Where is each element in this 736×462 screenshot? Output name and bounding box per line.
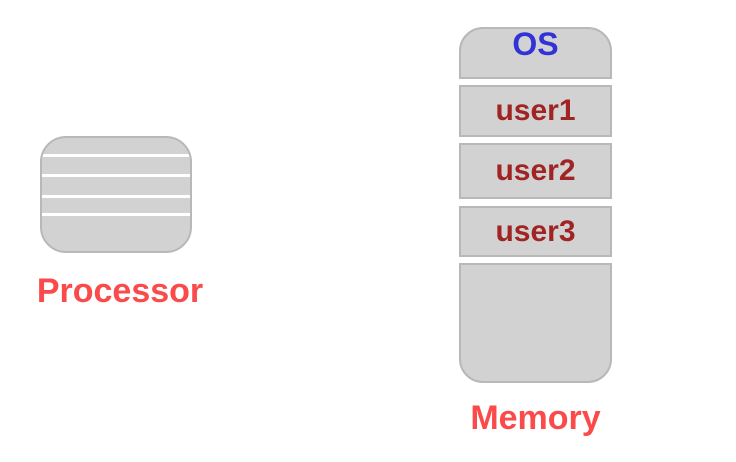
os-segment-label: OS [512,26,559,62]
memory-label: Memory [470,399,601,437]
memory-segment-free [459,263,612,383]
memory-segment-os: OS [459,27,612,79]
processor-box [40,136,192,253]
user1-segment-label: user1 [495,94,576,127]
processor-divider-line [42,174,190,177]
user3-segment-label: user3 [495,214,576,248]
processor-divider-line [42,213,190,216]
processor-label: Processor [36,272,204,310]
memory-segment-user2: user2 [459,143,612,199]
memory-segment-user1: user1 [459,85,612,137]
processor-divider-line [42,195,190,198]
processor-divider-line [42,154,190,157]
memory-segment-user3: user3 [459,206,612,257]
user2-segment-label: user2 [495,154,576,187]
